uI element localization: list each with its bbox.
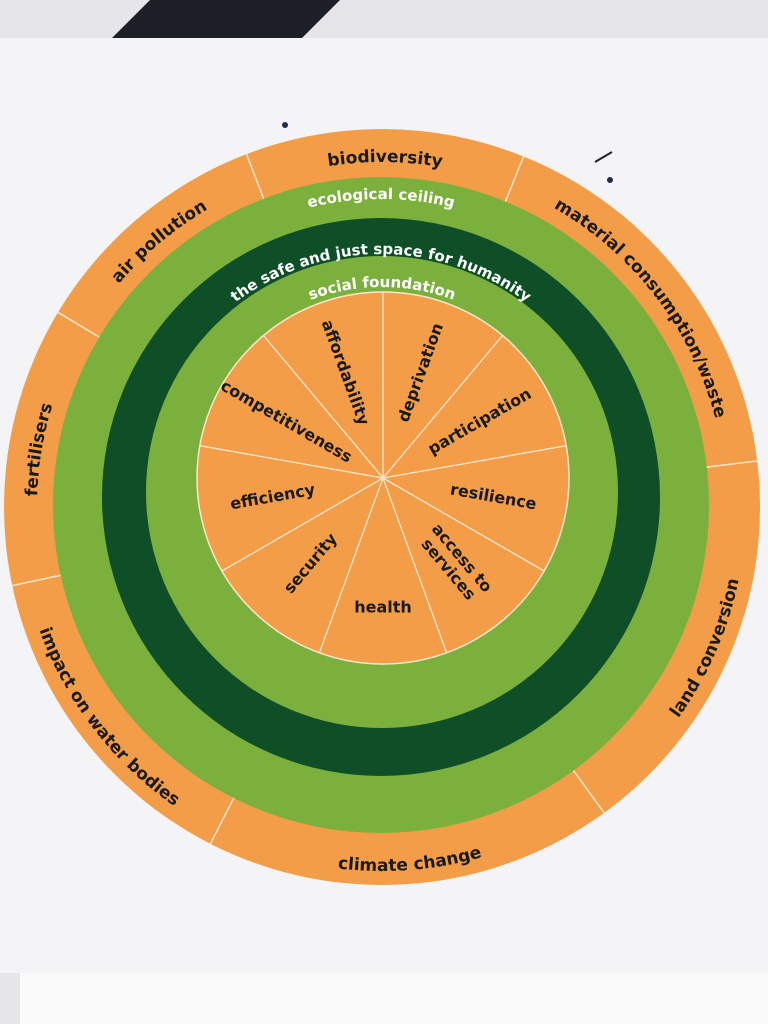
segment-divider [382,335,504,479]
pen-mark [594,151,613,163]
segment-divider [318,477,384,654]
pen-dot [282,122,288,128]
segment-divider [382,477,448,654]
paper-below [20,973,768,1024]
segment-divider [702,460,758,469]
segment-divider [262,335,384,479]
social-dimension-label: health [354,598,412,617]
pen-dot [607,177,613,183]
segment-divider [209,794,237,845]
dark-object [110,0,340,40]
segment-divider [382,477,545,572]
segment-divider [221,477,384,572]
segment-divider [199,445,384,479]
segment-divider [502,156,525,208]
segment-divider [57,311,106,342]
segment-divider [12,573,67,587]
segment-divider [245,153,267,206]
segment-divider [382,445,567,479]
segment-divider [571,767,605,814]
